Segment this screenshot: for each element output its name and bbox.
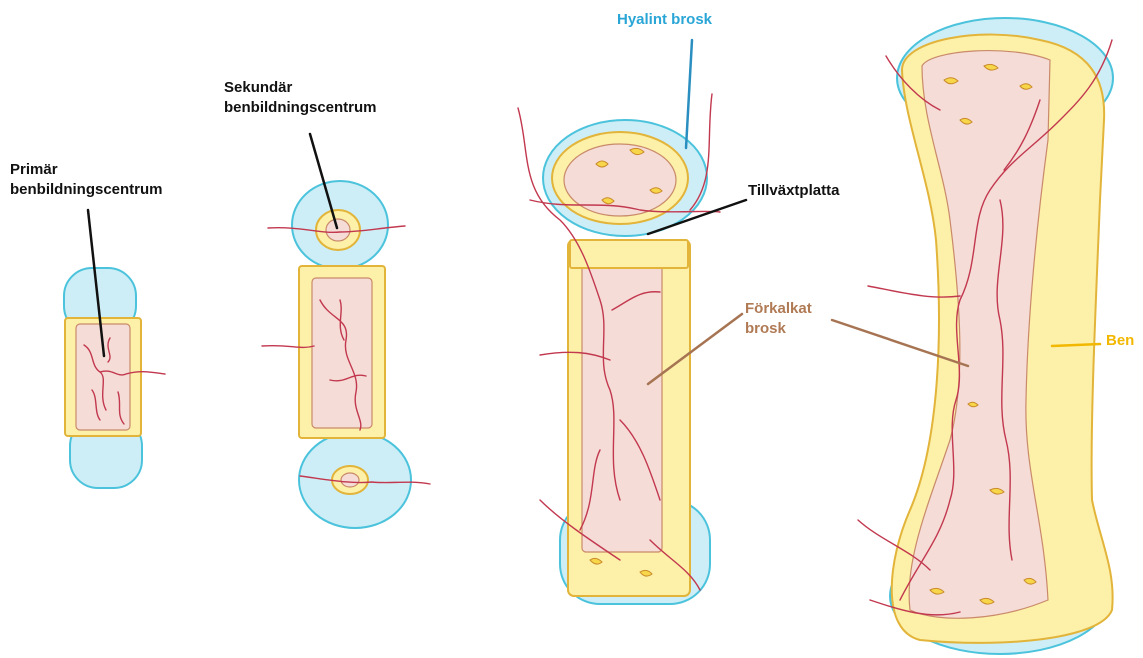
label-line: Tillväxtplatta	[748, 181, 839, 201]
label-line: Förkalkat	[745, 299, 812, 319]
label-line: Hyalint brosk	[617, 10, 712, 30]
pointer-hyalint	[686, 40, 692, 148]
label-line: Primär	[10, 160, 163, 180]
label-line: brosk	[745, 319, 812, 339]
stage-4-mature-bone	[858, 18, 1113, 654]
label-growth-plate: Tillväxtplatta	[748, 181, 839, 201]
label-line: Ben	[1106, 331, 1134, 351]
label-hyaline-cartilage: Hyalint brosk	[617, 10, 712, 30]
label-primary-ossification-center: Primär benbildningscentrum	[10, 160, 163, 200]
label-secondary-ossification-center: Sekundär benbildningscentrum	[224, 78, 377, 118]
stage-1-primary-center	[64, 268, 165, 488]
label-calcified-cartilage: Förkalkat brosk	[745, 299, 812, 339]
label-bone: Ben	[1106, 331, 1134, 351]
label-line: Sekundär	[224, 78, 377, 98]
stage-2-secondary-center	[262, 181, 430, 528]
stage-3-growth-plate	[518, 94, 720, 604]
stage3-marrow	[582, 262, 662, 552]
label-line: benbildningscentrum	[10, 180, 163, 200]
label-line: benbildningscentrum	[224, 98, 377, 118]
